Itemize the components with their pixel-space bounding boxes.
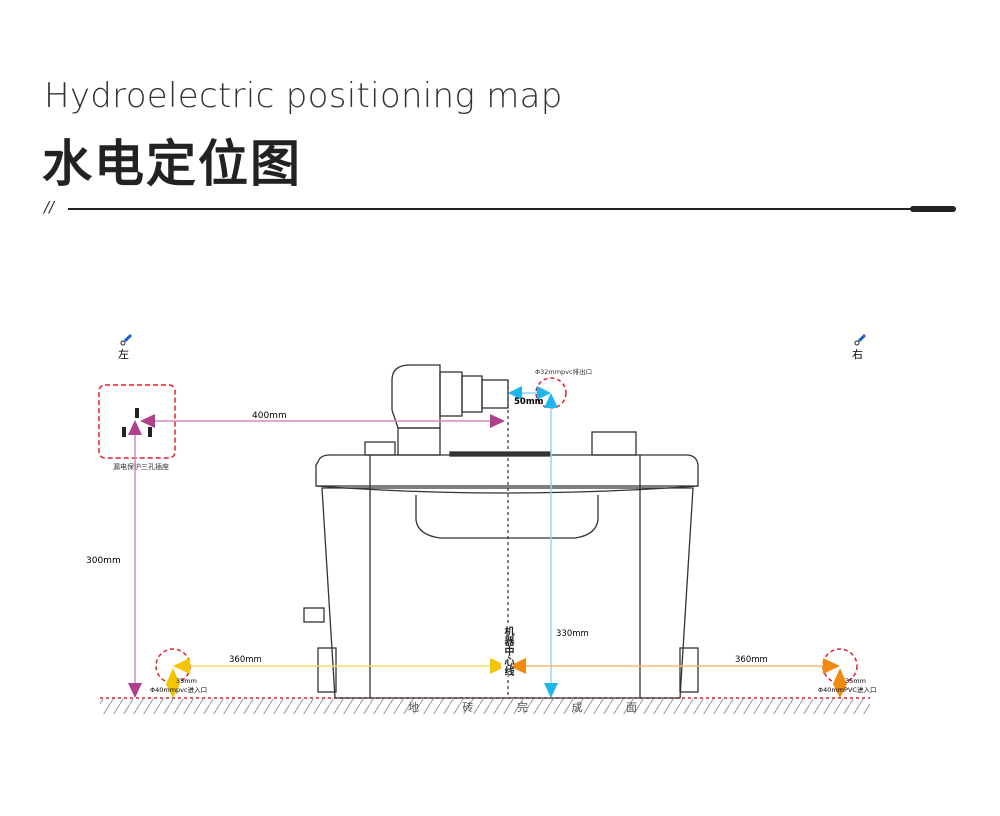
socket-height: 300mm (86, 556, 121, 566)
socket-horizontal-distance: 400mm (252, 411, 287, 421)
inlet-right-label: Φ40mmPVC进入口 (818, 686, 876, 694)
inlet-left-arrows (166, 658, 507, 698)
inlet-left-label: Φ40mmpvc进入口 (150, 686, 207, 694)
divider-accent (910, 206, 956, 212)
inlet-left-height: 35mm (176, 677, 197, 685)
inlet-right-marker (822, 648, 858, 684)
divider-mark: // (44, 198, 55, 216)
floor-label: 地 砖 完 成 面 (408, 700, 657, 714)
inlet-left-distance: 360mm (229, 655, 262, 665)
socket-marker (98, 384, 176, 459)
outlet-label: Φ32mmpvc排出口 (535, 367, 592, 376)
outlet-offset: 50mm (514, 397, 544, 407)
socket-label: 漏电保护三孔插座 (113, 462, 169, 471)
pin-icon-left (120, 333, 133, 346)
pin-icon-right (854, 333, 867, 346)
inlet-right-distance: 360mm (735, 655, 768, 665)
right-label: 右 (852, 347, 863, 361)
left-label: 左 (118, 348, 129, 361)
socket-icon (122, 408, 152, 437)
title-english: Hydroelectric positioning map (44, 76, 563, 116)
center-line-label: 机器中心线 (501, 626, 513, 676)
outlet-dimension-arrows (508, 386, 558, 698)
inlet-right-arrows (509, 658, 847, 698)
socket-dimension-arrows (128, 414, 505, 698)
inlet-right-height: 35mm (845, 677, 866, 685)
divider-line (68, 208, 956, 210)
title-chinese: 水电定位图 (42, 135, 302, 193)
outlet-height: 330mm (556, 629, 589, 639)
